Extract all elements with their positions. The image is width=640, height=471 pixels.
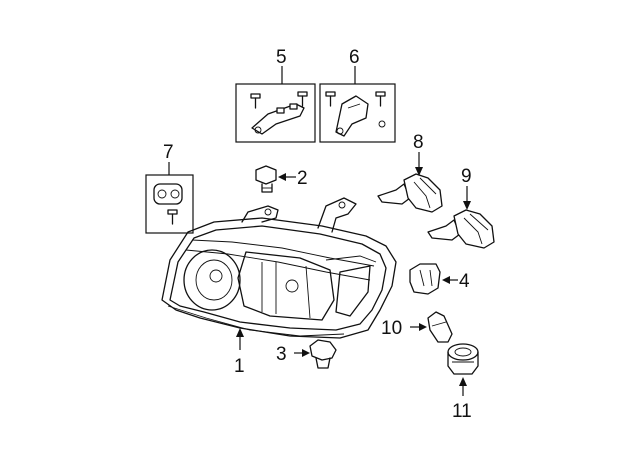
part-2-bolt bbox=[255, 165, 277, 193]
callout-4: 4 bbox=[459, 271, 470, 292]
part-8-halogen-bulb bbox=[377, 173, 443, 213]
part-7-adjuster-kit bbox=[145, 174, 194, 234]
arrow-8 bbox=[415, 167, 423, 176]
callout-11: 11 bbox=[452, 401, 472, 422]
callout-2: 2 bbox=[297, 168, 308, 189]
part-3-clip-nut bbox=[309, 339, 337, 369]
part-11-socket bbox=[447, 343, 479, 375]
part-9-halogen-bulb bbox=[427, 209, 495, 249]
callout-9: 9 bbox=[461, 166, 472, 187]
callout-1: 1 bbox=[234, 356, 245, 377]
callout-5: 5 bbox=[276, 47, 287, 68]
part-10-wedge-bulb bbox=[427, 311, 453, 343]
arrow-4 bbox=[442, 276, 450, 284]
part-1-headlamp-assembly bbox=[161, 197, 397, 339]
part-5-bracket-kit bbox=[235, 83, 316, 143]
arrow-10 bbox=[419, 323, 427, 331]
arrow-3 bbox=[302, 349, 310, 357]
arrow-11 bbox=[459, 377, 467, 386]
callout-6: 6 bbox=[349, 47, 360, 68]
callout-3: 3 bbox=[276, 344, 287, 365]
callout-8: 8 bbox=[413, 132, 424, 153]
callout-10: 10 bbox=[381, 318, 402, 339]
part-4-clip bbox=[409, 263, 441, 295]
arrow-2 bbox=[278, 173, 286, 181]
callout-7: 7 bbox=[163, 142, 174, 163]
arrow-9 bbox=[463, 201, 471, 210]
part-6-bracket-kit bbox=[319, 83, 396, 143]
arrow-1 bbox=[236, 328, 244, 337]
